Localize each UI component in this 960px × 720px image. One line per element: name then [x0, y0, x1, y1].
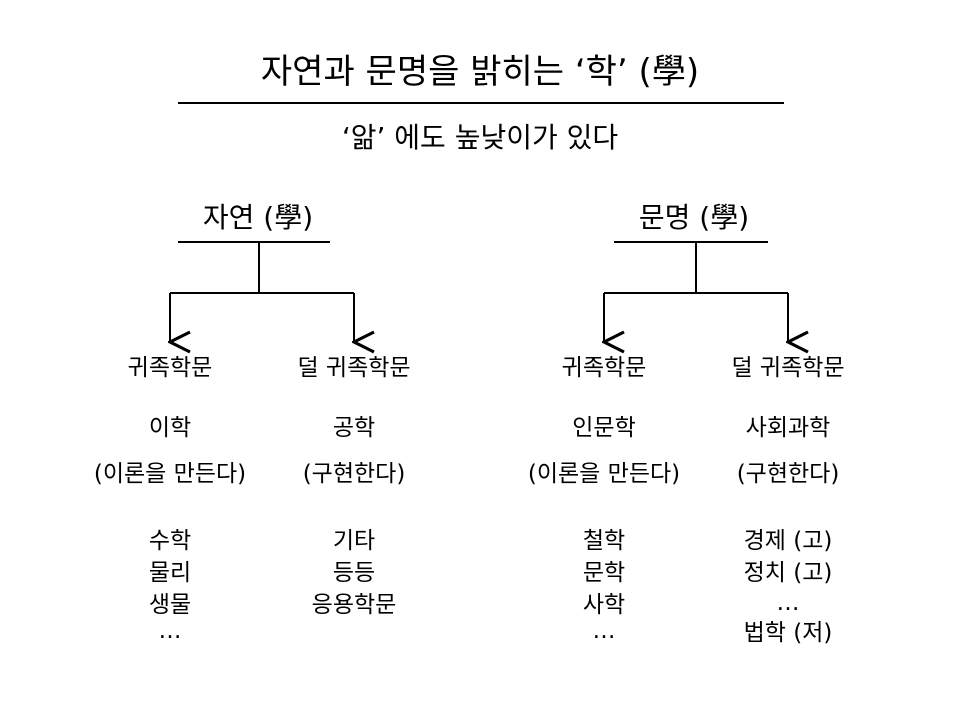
civilization-noble-subjects: 철학 문학 사학 … — [582, 525, 626, 644]
civilization-less-noble-desc: (구현한다) — [736, 461, 840, 487]
nature-branch-title: 자연 (學) — [202, 201, 314, 234]
civilization-noble-label: 귀족학문 — [561, 355, 647, 381]
civilization-branch-title: 문명 (學) — [638, 201, 750, 234]
nature-less-noble-subjects: 기타 등등 응용학문 — [312, 525, 397, 621]
subject-item: 응용학문 — [311, 592, 397, 618]
page-title: 자연과 문명을 밝히는 ‘학’ (學) — [260, 52, 700, 92]
subject-item: 물리 — [148, 560, 192, 586]
civilization-less-noble-field: 사회과학 — [745, 415, 831, 441]
title-underline — [178, 102, 784, 104]
subject-item-ellipsis: … — [158, 618, 182, 644]
subject-item: 철학 — [582, 528, 626, 554]
civilization-less-noble-subjects: 경제 (고) 정치 (고) … 법학 (저) — [744, 525, 833, 649]
civilization-less-noble-label: 덜 귀족학문 — [731, 355, 845, 381]
nature-noble-subjects: 수학 물리 생물 … — [148, 525, 192, 644]
subject-item: 등등 — [332, 560, 376, 586]
subject-item: 수학 — [148, 528, 192, 554]
subject-item: 법학 (저) — [743, 620, 833, 646]
subject-item: 문학 — [582, 560, 626, 586]
page-subtitle: ‘앎’ 에도 높낮이가 있다 — [341, 121, 619, 154]
subject-item-ellipsis: … — [776, 590, 800, 616]
nature-less-noble-label: 덜 귀족학문 — [297, 355, 411, 381]
subject-item: 기타 — [332, 528, 376, 554]
civilization-branch-connector — [604, 241, 788, 342]
nature-branch-connector — [170, 241, 354, 342]
subject-item: 정치 (고) — [743, 560, 833, 586]
nature-less-noble-desc: (구현한다) — [302, 461, 406, 487]
nature-less-noble-field: 공학 — [332, 415, 376, 441]
civilization-noble-desc: (이론을 만든다) — [527, 461, 681, 487]
subject-item-ellipsis: … — [592, 618, 616, 644]
nature-noble-desc: (이론을 만든다) — [93, 461, 247, 487]
nature-noble-field: 이학 — [148, 415, 192, 441]
subject-item: 사학 — [582, 592, 626, 618]
subject-item: 경제 (고) — [743, 528, 833, 554]
nature-noble-label: 귀족학문 — [127, 355, 213, 381]
subject-item: 생물 — [148, 592, 192, 618]
civilization-noble-field: 인문학 — [572, 415, 636, 441]
